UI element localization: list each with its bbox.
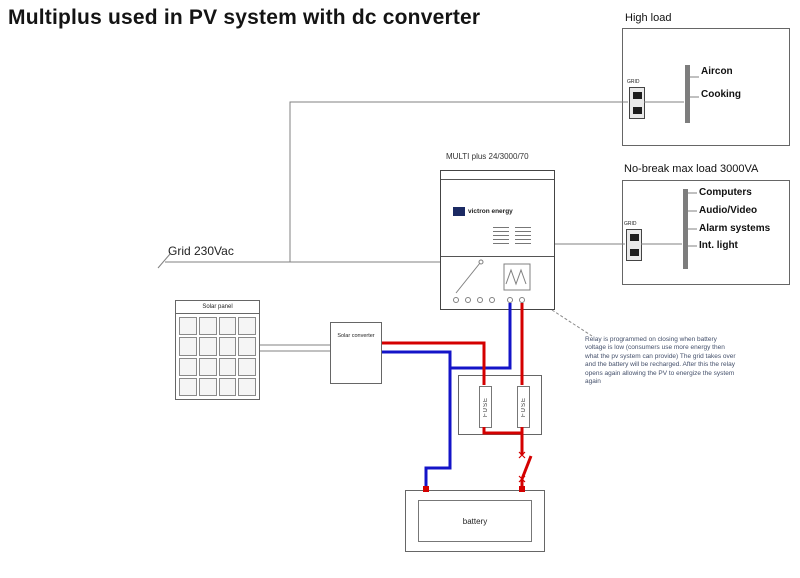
battery-inner-frame: battery <box>418 500 532 542</box>
multiplus-brand-label: victron energy <box>468 208 513 215</box>
fuse-label: FUSE <box>482 396 489 417</box>
fuse-icon: FUSE <box>517 386 530 428</box>
load-busbar <box>683 189 688 269</box>
socket-hole <box>633 92 642 99</box>
socket-hole <box>630 249 639 256</box>
solar-converter-label: Solar converter <box>337 333 375 339</box>
solar-panel-label: Solar panel <box>202 304 233 310</box>
battery: battery <box>405 490 545 552</box>
grid-socket-icon <box>629 87 645 119</box>
high-load-title: High load <box>625 12 672 24</box>
load-item-aircon: Aircon <box>701 66 733 77</box>
multiplus-top-line <box>441 179 554 180</box>
fuse-icon: FUSE <box>479 386 492 428</box>
socket-hole <box>633 107 642 114</box>
annotation-pointer-line <box>551 309 593 337</box>
battery-switch-contacts <box>518 451 526 483</box>
multiplus-inverter: victron energy <box>440 170 555 310</box>
vent-grille-icon <box>515 227 531 245</box>
load-item-computers: Computers <box>699 187 752 198</box>
socket-grid-label: GRID <box>627 79 640 85</box>
solar-panel-cells <box>179 317 256 396</box>
no-break-title: No-break max load 3000VA <box>624 163 759 175</box>
grid-socket-icon <box>626 229 642 261</box>
victron-logo-icon <box>453 207 465 216</box>
socket-hole <box>630 234 639 241</box>
fuse-label: FUSE <box>520 396 527 417</box>
fuse-box: FUSE FUSE <box>458 375 542 435</box>
load-item-alarm-systems: Alarm systems <box>699 223 771 234</box>
vent-grille-icon <box>493 227 509 245</box>
load-busbar <box>685 65 690 123</box>
battery-label: battery <box>462 516 488 526</box>
multiplus-model-label: MULTI plus 24/3000/70 <box>446 152 529 161</box>
load-item-cooking: Cooking <box>701 89 741 100</box>
no-break-box: GRID Computers Audio/Video Alarm systems… <box>622 180 790 285</box>
load-item-audio-video: Audio/Video <box>699 205 758 216</box>
solar-panel: Solar panel <box>175 300 260 400</box>
socket-grid-label: GRID <box>624 221 637 227</box>
grid-voltage-label: Grid 230Vac <box>168 244 234 258</box>
relay-annotation-note: Relay is programmed on closing when batt… <box>585 336 736 386</box>
solar-panel-header: Solar panel <box>176 301 259 314</box>
load-item-int-light: Int. light <box>699 240 738 251</box>
page-title: Multiplus used in PV system with dc conv… <box>8 6 481 29</box>
multiplus-divider-line <box>441 256 554 257</box>
solar-converter: Solar converter <box>330 322 382 384</box>
high-load-box: GRID Aircon Cooking <box>622 28 790 146</box>
